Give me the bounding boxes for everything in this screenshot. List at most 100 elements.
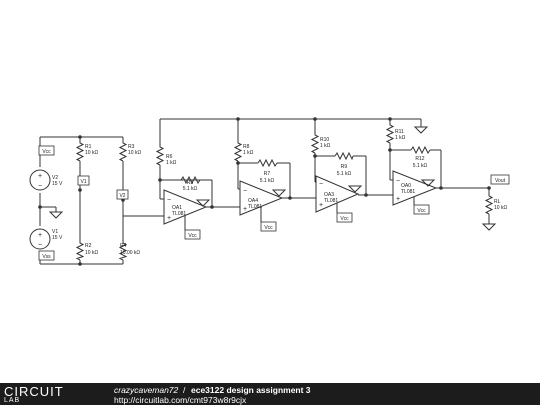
svg-text:Vcc: Vcc <box>264 225 273 231</box>
r9-name: R9 <box>341 164 348 170</box>
plus-sign: + <box>38 232 42 239</box>
noninverting-input-sign: + <box>243 206 247 213</box>
net-label-v2: V2 <box>116 189 129 200</box>
resistor-r1: R1 10 kΩ <box>75 141 98 162</box>
junction-dot <box>313 154 317 158</box>
circuitlab-logo: CIRCUIT <box>4 384 64 399</box>
author-link[interactable]: crazycaveman72 <box>114 385 179 395</box>
resistor-r6: R6 1 kΩ <box>155 145 177 166</box>
ground-symbol <box>413 126 429 134</box>
rl-name: RL <box>494 199 501 205</box>
opamp-oa0: − + OA0 TL081 <box>392 170 438 206</box>
r10-value: 1 kΩ <box>320 143 331 149</box>
circuit-title: ece3122 design assignment 3 <box>191 385 311 395</box>
svg-text:Vss: Vss <box>42 254 51 260</box>
r12-name: R12 <box>415 156 424 162</box>
ground-symbol <box>481 223 497 231</box>
ground-symbol <box>271 189 287 197</box>
r3-value: 10 kΩ <box>128 150 141 156</box>
svg-text:Vcc: Vcc <box>417 208 426 214</box>
oa3-name: OA3 <box>324 192 334 198</box>
r12-value: 5.1 kΩ <box>413 163 428 169</box>
junction-dot <box>288 196 292 200</box>
resistor-rl: RL 10 kΩ <box>484 194 507 215</box>
v1-name: V1 <box>52 229 58 235</box>
footer-separator: / <box>183 385 186 395</box>
junction-dot <box>236 117 240 121</box>
resistor-r2: R2 10 kΩ <box>75 241 98 261</box>
resistor-r8: R8 1 kΩ <box>233 141 254 162</box>
minus-sign: − <box>38 242 42 249</box>
v2-name: V2 <box>52 175 58 181</box>
net-label-vss: Vss <box>38 250 55 261</box>
inverting-input-sign: − <box>243 188 247 195</box>
v2-value: 15 V <box>52 181 63 187</box>
minus-sign: − <box>38 183 42 190</box>
r2-name: R2 <box>85 243 92 249</box>
footer-bar <box>0 383 540 405</box>
svg-text:V1: V1 <box>80 179 86 185</box>
r2-value: 10 kΩ <box>85 250 98 256</box>
r11-value: 1 kΩ <box>395 135 406 141</box>
ground-symbol <box>347 185 363 193</box>
supply-wiring <box>39 136 164 265</box>
r5-name: R5 <box>187 180 194 186</box>
voltage-source-v1: + − V1 15 V <box>29 228 63 250</box>
junction-dot <box>364 193 368 197</box>
r9-value: 5.1 kΩ <box>337 171 352 177</box>
oa0-name: OA0 <box>401 183 411 189</box>
net-label-oa0-vcc: Vcc <box>413 204 430 215</box>
junction-dot <box>388 148 392 152</box>
r3-name: R3 <box>128 144 135 150</box>
oa4-name: OA4 <box>248 198 258 204</box>
net-label-oa4-vcc: Vcc <box>260 221 277 232</box>
net-label-oa3-vcc: Vcc <box>336 212 353 223</box>
resistor-r4: R4 10.00 kΩ <box>118 241 140 261</box>
noninverting-input-sign: + <box>319 202 323 209</box>
junction-dot <box>487 186 491 190</box>
svg-text:Vcc: Vcc <box>340 216 349 222</box>
net-label-oa1-vcc: Vcc <box>184 229 201 240</box>
svg-text:Vcc: Vcc <box>42 149 51 155</box>
junction-dot <box>313 117 317 121</box>
resistor-r3: R3 10 kΩ <box>118 141 141 162</box>
circuit-url-link[interactable]: http://circuitlab.com/cmt973w8r9cjx <box>114 395 247 405</box>
oa1-model: TL081 <box>172 211 186 217</box>
oa0-model: TL081 <box>401 189 415 195</box>
junction-dot <box>210 205 214 209</box>
v1-value: 15 V <box>52 235 63 241</box>
inverting-input-sign: − <box>319 181 323 188</box>
opamp-oa3: − + OA3 TL081 <box>315 175 360 213</box>
ground-symbol <box>420 179 436 187</box>
plus-sign: + <box>38 173 42 180</box>
opamp-oa1: − + OA1 TL081 <box>163 189 208 230</box>
stage1-wiring <box>159 118 240 208</box>
ground-symbol <box>195 199 211 207</box>
resistor-r11: R11 1 kΩ <box>385 123 406 144</box>
resistor-r12: R12 5.1 kΩ <box>410 145 431 169</box>
oa1-name: OA1 <box>172 205 182 211</box>
resistor-r10: R10 1 kΩ <box>310 133 331 154</box>
inverting-input-sign: − <box>396 178 400 185</box>
circuitlab-logo-sub: LAB <box>4 397 21 404</box>
r1-name: R1 <box>85 144 92 150</box>
r4-value: 10.00 kΩ <box>120 250 140 256</box>
junction-dot <box>158 178 162 182</box>
r7-value: 5.1 kΩ <box>260 178 275 184</box>
noninverting-input-sign: + <box>167 215 171 222</box>
r1-value: 10 kΩ <box>85 150 98 156</box>
r7-name: R7 <box>264 171 271 177</box>
r8-name: R8 <box>243 144 250 150</box>
junction-dot <box>439 186 443 190</box>
resistor-r5: R5 5.1 kΩ <box>180 175 201 192</box>
supply-junctions <box>38 135 125 266</box>
junction-dot <box>388 117 392 121</box>
inverting-input-sign: − <box>167 197 171 204</box>
resistor-r9: R9 5.1 kΩ <box>334 151 354 177</box>
noninverting-input-sign: + <box>396 196 400 203</box>
r6-value: 1 kΩ <box>166 160 177 166</box>
r4-name: R4 <box>120 243 127 249</box>
r11-name: R11 <box>395 129 404 135</box>
ground-symbol <box>48 211 64 219</box>
net-label-v1: V1 <box>77 175 90 186</box>
